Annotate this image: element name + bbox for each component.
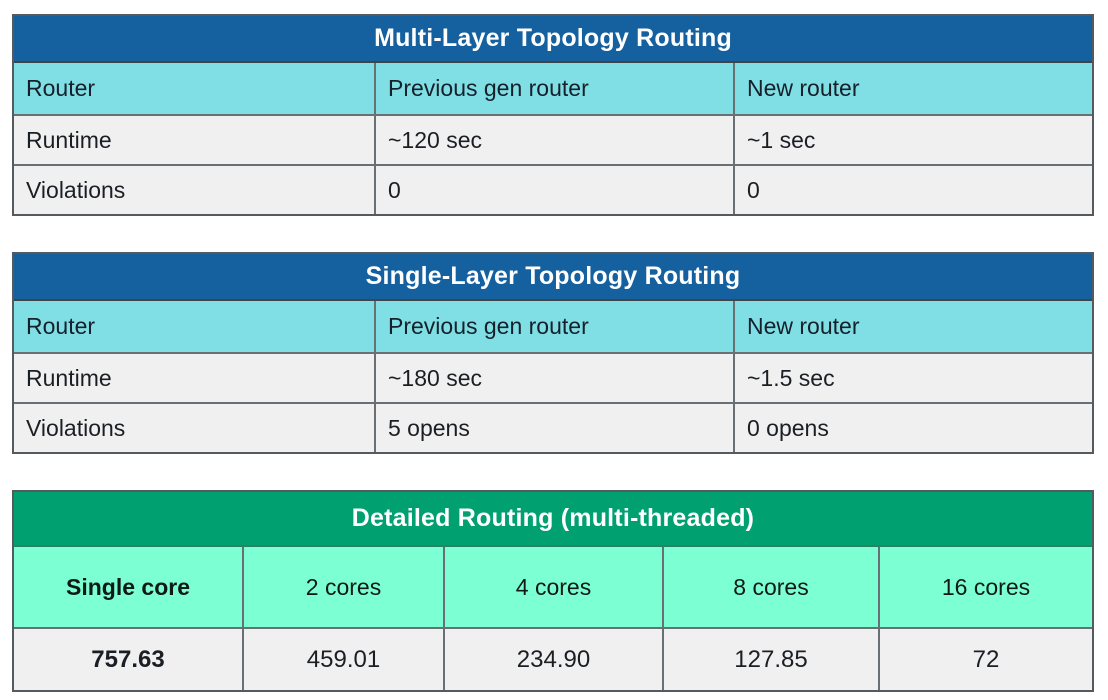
column-header-single-core: Single core [14,547,244,627]
table-header-row: Router Previous gen router New router [14,63,1092,114]
column-header-16-cores: 16 cores [880,547,1092,627]
row-label-violations: Violations [14,164,376,214]
row-label-runtime: Runtime [14,352,376,402]
cell-runtime-new-router: ~1.5 sec [735,352,1092,402]
cell-violations-new-router: 0 opens [735,402,1092,452]
cell-runtime-single-core: 757.63 [14,627,244,690]
column-header-2-cores: 2 cores [244,547,445,627]
column-header-router: Router [14,301,376,352]
column-header-new-router: New router [735,63,1092,114]
cell-runtime-new-router: ~1 sec [735,114,1092,164]
cell-runtime-8-cores: 127.85 [664,627,880,690]
cell-runtime-4-cores: 234.90 [445,627,664,690]
table-header-row: Router Previous gen router New router [14,301,1092,352]
cell-runtime-16-cores: 72 [880,627,1092,690]
table-multi-layer-topology-routing: Multi-Layer Topology Routing Router Prev… [12,14,1094,216]
column-header-4-cores: 4 cores [445,547,664,627]
table-header-row: Single core 2 cores 4 cores 8 cores 16 c… [14,547,1092,627]
table-title-detailed-routing: Detailed Routing (multi-threaded) [14,492,1092,547]
column-header-new-router: New router [735,301,1092,352]
cell-runtime-previous-gen: ~120 sec [376,114,735,164]
table-row: Violations 0 0 [14,164,1092,214]
table-row: Runtime ~180 sec ~1.5 sec [14,352,1092,402]
table-title-multi-layer: Multi-Layer Topology Routing [14,16,1092,63]
cell-violations-new-router: 0 [735,164,1092,214]
table-single-layer-topology-routing: Single-Layer Topology Routing Router Pre… [12,252,1094,454]
table-detailed-routing-multi-threaded: Detailed Routing (multi-threaded) Single… [12,490,1094,692]
column-header-8-cores: 8 cores [664,547,880,627]
cell-runtime-previous-gen: ~180 sec [376,352,735,402]
column-header-previous-gen-router: Previous gen router [376,63,735,114]
table-title-single-layer: Single-Layer Topology Routing [14,254,1092,301]
row-label-violations: Violations [14,402,376,452]
cell-runtime-2-cores: 459.01 [244,627,445,690]
cell-violations-previous-gen: 5 opens [376,402,735,452]
table-row: Violations 5 opens 0 opens [14,402,1092,452]
table-row: 757.63 459.01 234.90 127.85 72 [14,627,1092,690]
column-header-previous-gen-router: Previous gen router [376,301,735,352]
cell-violations-previous-gen: 0 [376,164,735,214]
column-header-router: Router [14,63,376,114]
table-row: Runtime ~120 sec ~1 sec [14,114,1092,164]
row-label-runtime: Runtime [14,114,376,164]
